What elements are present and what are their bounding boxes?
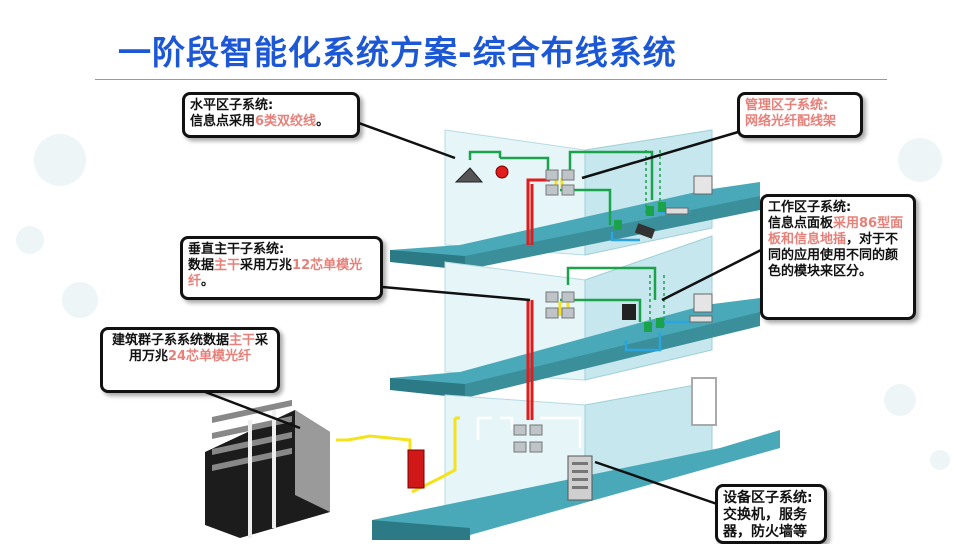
text-segment: 信息点采用 [190,114,256,129]
callout-management-text: 网络光纤配线架 [745,114,837,129]
camera-f2-icon [622,304,636,320]
ground-cables [476,416,582,448]
text-segment: 信息点面板 [768,216,834,231]
door [691,377,717,426]
text-segment: 。 [316,114,330,129]
patch-panel-f3-a [545,169,559,181]
highlight-text: 6类双绞线 [255,114,317,129]
wall-outlet-f3-a [614,220,622,230]
pointer-horizontal [344,116,456,160]
text-segment: 。 [201,274,215,289]
horizontal-cables [468,150,657,322]
patch-panel-f3-d [561,184,575,196]
pointer-equipment [594,460,721,507]
highlight-text: 主干 [228,333,255,348]
callout-vertical-backbone: 垂直主干子系统: 数据主干采用万兆12芯单模光纤。 [180,236,383,300]
highlight-text: 主干 [214,258,241,273]
monitor-f3-icon [693,175,713,195]
floor-2-slab-side [465,312,760,398]
patch-panel-f2-c [545,307,559,319]
slide-title: 一阶段智能化系统方案-综合布线系统 [118,33,677,72]
pointer-management [581,128,746,180]
callout-vertical-heading: 垂直主干子系统: [188,242,285,257]
wall-outlet-f2-a [644,322,652,332]
patch-panel-f2-b [561,291,575,303]
callout-work-area-text: 信息点面板采用86型面板和信息地插，对于不同的应用使用不同的颜色的模块来区分。 [768,216,908,280]
callout-horizontal-subsystem: 水平区子系统: 信息点采用6类双绞线。 [182,92,360,138]
text-segment: 采用万兆 [128,333,269,364]
camera-icon [634,223,656,239]
callout-vertical-text: 数据主干采用万兆12芯单模光纤。 [188,258,375,290]
backbone-cables [526,178,550,420]
patch-panel-f1-a [513,424,527,436]
pointer-campus [199,388,301,430]
patch-panel-f1-b [529,424,543,436]
patch-panel-f1-c [513,441,527,453]
callout-equipment-text: 交换机，服务器，防火墙等 [723,507,807,540]
monitor-f2-icon [693,293,713,313]
patch-panel-f2-a [545,291,559,303]
wall-outlet-f2-b [656,318,664,328]
patch-panel-f2-d [561,307,575,319]
text-segment: ，对于不同的应用使用不同的颜色的模块来区分。 [768,232,899,279]
keyboard-f2-icon [689,315,713,323]
title-divider [95,79,887,80]
patch-panel-f1-d [529,441,543,453]
server-rack-icon [567,455,593,501]
red-cabinet-icon [407,449,425,489]
text-segment: 数据 [188,258,215,273]
patch-panel-f3-b [561,169,575,181]
highlight-text: 采用86型面板和信息地插 [768,216,904,247]
callout-pointers [199,116,766,507]
patch-panel-f3-c [545,184,559,196]
devices [407,165,713,501]
smoke-detector-icon [495,165,509,179]
callout-work-area-heading: 工作区子系统: [768,200,852,215]
wall-outlet-f3-b [646,206,654,216]
highlight-text: 12芯单模光纤 [188,258,363,289]
callout-horizontal-heading: 水平区子系统: [190,98,274,113]
floor-2-slab-front [390,378,465,398]
patch-panels [513,169,575,453]
callout-equipment-subsystem: 设备区子系统: 交换机，服务器，防火墙等 [715,484,827,544]
callout-horizontal-text: 信息点采用6类双绞线。 [190,114,352,130]
highlight-text: 24芯单模光纤 [167,349,252,364]
pointer-vertical [359,283,531,302]
callout-management-heading: 管理区子系统: [745,98,829,113]
text-segment: 采用万兆 [240,258,293,273]
callout-management-subsystem: 管理区子系统: 网络光纤配线架 [737,92,863,138]
callout-equipment-heading: 设备区子系统: [723,490,813,506]
keyboard-f3-icon [665,207,689,215]
campus-building-icon [205,399,330,538]
text-segment: 建筑群子系系统数据 [111,333,229,348]
floor-1-slab-front [372,520,470,540]
floor-3-slab-top [390,182,760,262]
callout-work-area-subsystem: 工作区子系统: 信息点面板采用86型面板和信息地插，对于不同的应用使用不同的颜色… [760,194,916,320]
wall-outlet-f3-c [658,202,666,212]
ceiling-ap-icon [454,167,484,183]
callout-campus-subsystem: 建筑群子系系统数据主干采用万兆24芯单模光纤 [100,327,280,393]
pointer-work-area [661,246,766,302]
background-pattern [16,134,950,470]
